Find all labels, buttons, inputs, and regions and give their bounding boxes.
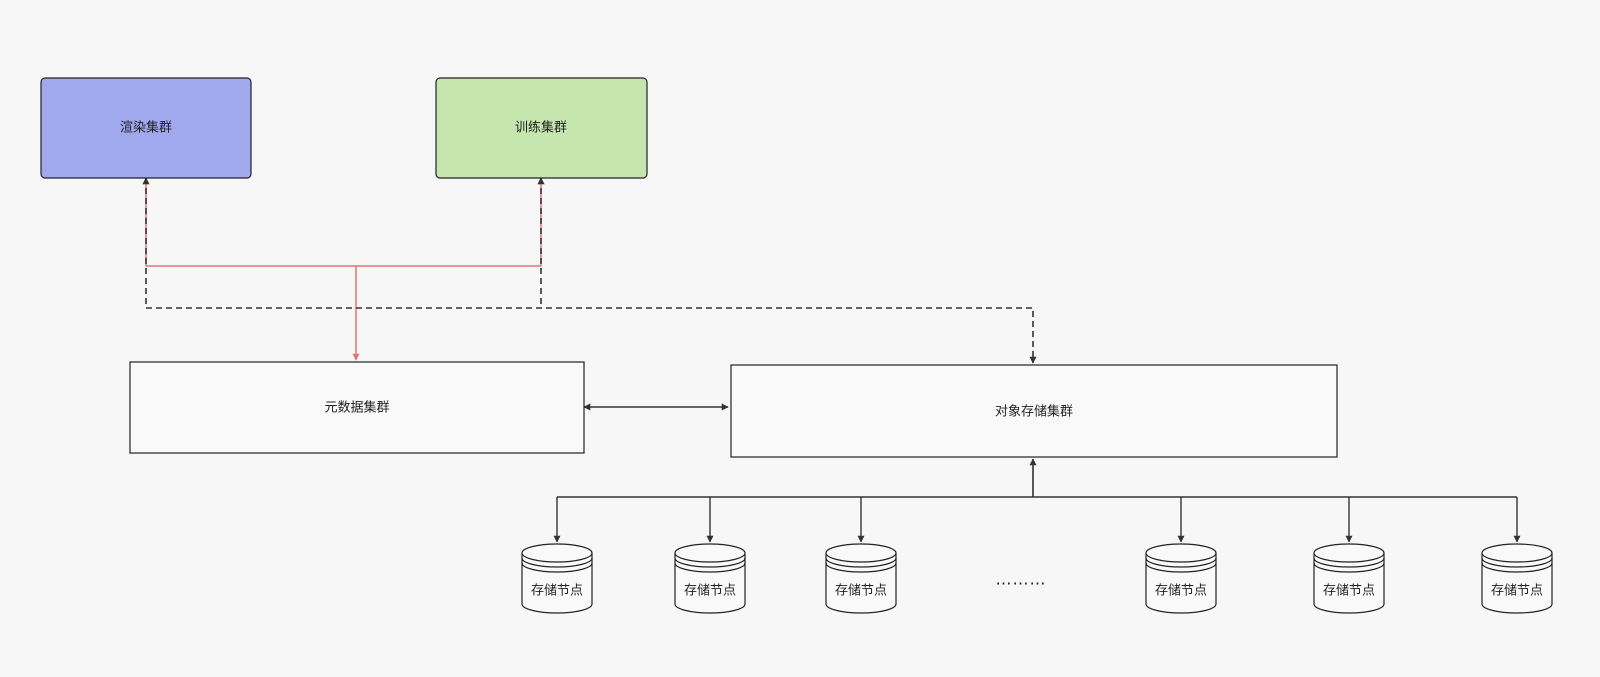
storage-node-2-label: 存储节点 xyxy=(684,584,736,599)
storage-node-2-cylinder xyxy=(674,553,746,614)
node-object-storage-cluster[interactable]: 对象存储集群 xyxy=(730,364,1338,458)
edge-dashed-render-object xyxy=(142,177,1037,364)
storage-node-3-ring-b xyxy=(825,562,897,573)
storage-node-6-cylinder xyxy=(1481,553,1553,614)
node-render-label: 渲染集群 xyxy=(120,120,172,136)
storage-node-3[interactable]: 存储节点 xyxy=(825,543,897,614)
storage-node-1[interactable]: 存储节点 xyxy=(521,543,593,614)
node-meta-box xyxy=(129,361,585,454)
node-render-box xyxy=(40,77,252,179)
storage-node-4-label: 存储节点 xyxy=(1155,584,1207,599)
storage-node-1-top xyxy=(521,543,593,563)
storage-node-4[interactable]: 存储节点 xyxy=(1145,543,1217,614)
storage-node-4-cylinder xyxy=(1145,553,1217,614)
storage-node-6-top xyxy=(1481,543,1553,563)
storage-node-6-ring-b xyxy=(1481,562,1553,573)
storage-node-6-ring-a xyxy=(1481,557,1553,568)
node-train-cluster[interactable]: 训练集群 xyxy=(435,77,648,179)
storage-node-4-ring-a xyxy=(1145,557,1217,568)
storage-node-5-ring-b xyxy=(1313,562,1385,573)
storage-node-3-label: 存储节点 xyxy=(835,584,887,599)
storage-node-6-label: 存储节点 xyxy=(1491,584,1543,599)
storage-node-1-label: 存储节点 xyxy=(531,584,583,599)
storage-node-5-ring-a xyxy=(1313,557,1385,568)
storage-node-2-ring-a xyxy=(674,557,746,568)
storage-node-4-ring-b xyxy=(1145,562,1217,573)
storage-node-5[interactable]: 存储节点 xyxy=(1313,543,1385,614)
node-object-box xyxy=(730,364,1338,458)
storage-node-6[interactable]: 存储节点 xyxy=(1481,543,1553,614)
node-train-box xyxy=(435,77,648,179)
storage-node-2[interactable]: 存储节点 xyxy=(674,543,746,614)
storage-node-1-ring-b xyxy=(521,562,593,573)
storage-node-5-top xyxy=(1313,543,1385,563)
storage-node-1-cylinder xyxy=(521,553,593,614)
storage-node-3-cylinder xyxy=(825,553,897,614)
storage-ellipsis: ……… xyxy=(996,570,1047,589)
storage-node-3-ring-a xyxy=(825,557,897,568)
node-object-label: 对象存储集群 xyxy=(995,404,1073,420)
storage-node-3-top xyxy=(825,543,897,563)
storage-node-5-cylinder xyxy=(1313,553,1385,614)
storage-node-2-top xyxy=(674,543,746,563)
storage-node-4-top xyxy=(1145,543,1217,563)
storage-node-5-label: 存储节点 xyxy=(1323,584,1375,599)
storage-node-1-ring-a xyxy=(521,557,593,568)
edges xyxy=(142,177,1521,543)
storage-node-2-ring-b xyxy=(674,562,746,573)
node-train-label: 训练集群 xyxy=(515,120,567,136)
node-meta-cluster[interactable]: 元数据集群 xyxy=(129,361,585,454)
node-render-cluster[interactable]: 渲染集群 xyxy=(40,77,252,179)
node-meta-label: 元数据集群 xyxy=(324,400,389,416)
